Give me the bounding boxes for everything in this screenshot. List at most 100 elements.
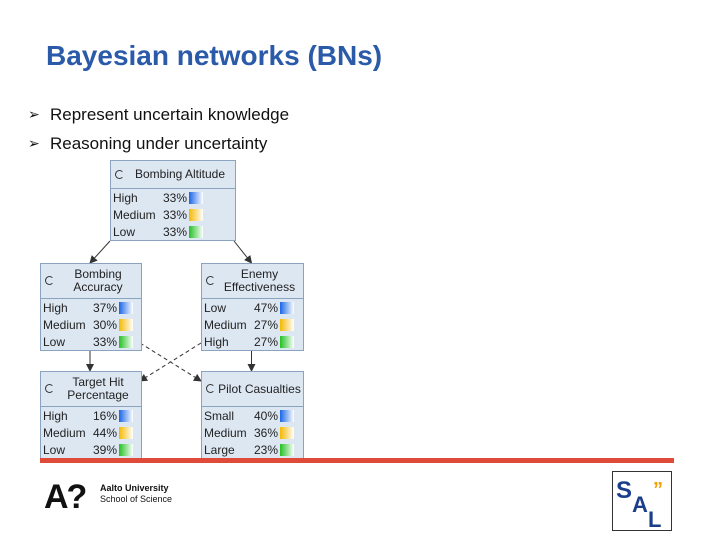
state-row: High 16% (41, 407, 141, 424)
edge-bombing-altitude-to-bombing-accuracy (89, 240, 111, 264)
node-title: Bombing Altitude (134, 167, 226, 181)
state-name: High (43, 408, 68, 423)
state-row: Medium 44% (41, 424, 141, 441)
state-name: Medium (204, 425, 247, 440)
state-bar (119, 409, 133, 422)
node-toggle-icon[interactable] (115, 169, 124, 179)
state-percent: 16% (92, 408, 117, 423)
state-row: Low 33% (41, 333, 141, 350)
bullet-list: ➢ Represent uncertain knowledge ➢ Reason… (28, 100, 289, 158)
state-percent: 33% (162, 207, 187, 222)
state-name: Low (113, 224, 136, 239)
state-name: Medium (43, 317, 86, 332)
state-bar (119, 318, 133, 331)
state-bar (119, 426, 133, 439)
slide-title: Bayesian networks (BNs) (46, 40, 383, 71)
node-header: Bombing Accuracy (41, 264, 141, 299)
state-bar (280, 335, 294, 348)
state-row: Medium 30% (41, 316, 141, 333)
node-header: Bombing Altitude (111, 161, 235, 189)
state-bar (280, 443, 294, 456)
state-percent: 39% (92, 442, 117, 457)
state-bar (280, 301, 294, 314)
node-header: Pilot Casualties (202, 372, 303, 407)
arrow-bullet-icon: ➢ (28, 106, 40, 122)
state-row: Medium 36% (202, 424, 303, 441)
node-header: Target Hit Percentage (41, 372, 141, 407)
arrow-bullet-icon: ➢ (28, 135, 40, 151)
state-bar (189, 225, 203, 238)
node-toggle-icon[interactable] (206, 384, 215, 393)
state-percent: 33% (162, 224, 187, 239)
state-row: Medium 27% (202, 316, 303, 333)
svg-text:A: A (632, 492, 648, 517)
state-row: Small 40% (202, 407, 303, 424)
node-toggle-icon[interactable] (206, 276, 215, 285)
state-name: Large (204, 442, 235, 457)
state-row: Low 39% (41, 441, 141, 458)
edge-bombing-altitude-to-enemy-effectiveness (233, 240, 253, 264)
state-bar (119, 301, 133, 314)
state-name: High (43, 300, 68, 315)
bullet-item: ➢ Represent uncertain knowledge (28, 100, 289, 129)
state-name: Low (43, 334, 66, 349)
state-percent: 23% (253, 442, 278, 457)
state-name: Low (43, 442, 66, 457)
node-title: Pilot Casualties (218, 381, 301, 396)
state-percent: 33% (92, 334, 117, 349)
state-bar (189, 208, 203, 221)
state-name: Medium (113, 207, 156, 222)
state-row: Low 47% (202, 299, 303, 316)
sal-logo: S A L ” (612, 471, 672, 531)
state-percent: 36% (253, 425, 278, 440)
bullet-text: Represent uncertain knowledge (50, 104, 290, 124)
state-percent: 27% (253, 317, 278, 332)
state-row: Medium 33% (111, 206, 235, 223)
node-header: Enemy Effectiveness (202, 264, 303, 299)
svg-text:L: L (648, 507, 661, 531)
state-bar (280, 318, 294, 331)
state-row: High 37% (41, 299, 141, 316)
svg-text:”: ” (653, 479, 663, 501)
bullet-item: ➢ Reasoning under uncertainty (28, 129, 289, 158)
node-title: Bombing Accuracy (73, 267, 123, 294)
state-row: Low 33% (111, 223, 235, 240)
state-name: Low (204, 300, 227, 315)
state-percent: 27% (253, 334, 278, 349)
state-percent: 40% (253, 408, 278, 423)
state-bar (189, 191, 203, 204)
state-percent: 37% (92, 300, 117, 315)
state-row: Large 23% (202, 441, 303, 458)
state-name: Medium (43, 425, 86, 440)
state-percent: 44% (92, 425, 117, 440)
node-title: Target Hit Percentage (67, 375, 129, 402)
edge-enemy-effectiveness-to-target-hit (139, 342, 202, 382)
node-toggle-icon[interactable] (45, 384, 54, 393)
state-name: High (113, 190, 138, 205)
node-toggle-icon[interactable] (45, 276, 54, 285)
state-bar (119, 335, 133, 348)
state-bar (119, 443, 133, 456)
state-row: High 33% (111, 189, 235, 206)
state-row: High 27% (202, 333, 303, 350)
state-bar (280, 409, 294, 422)
aalto-logo: A? (44, 478, 87, 516)
aalto-logo-text: Aalto University School of Science (100, 483, 173, 504)
state-name: High (204, 334, 229, 349)
state-percent: 30% (92, 317, 117, 332)
state-percent: 33% (162, 190, 187, 205)
state-percent: 47% (253, 300, 278, 315)
state-bar (280, 426, 294, 439)
bullet-text: Reasoning under uncertainty (50, 133, 268, 153)
svg-text:S: S (616, 477, 632, 504)
node-title: Enemy Effectiveness (223, 267, 296, 294)
state-name: Medium (204, 317, 247, 332)
state-name: Small (204, 408, 235, 423)
footer-accent-line (40, 458, 674, 463)
